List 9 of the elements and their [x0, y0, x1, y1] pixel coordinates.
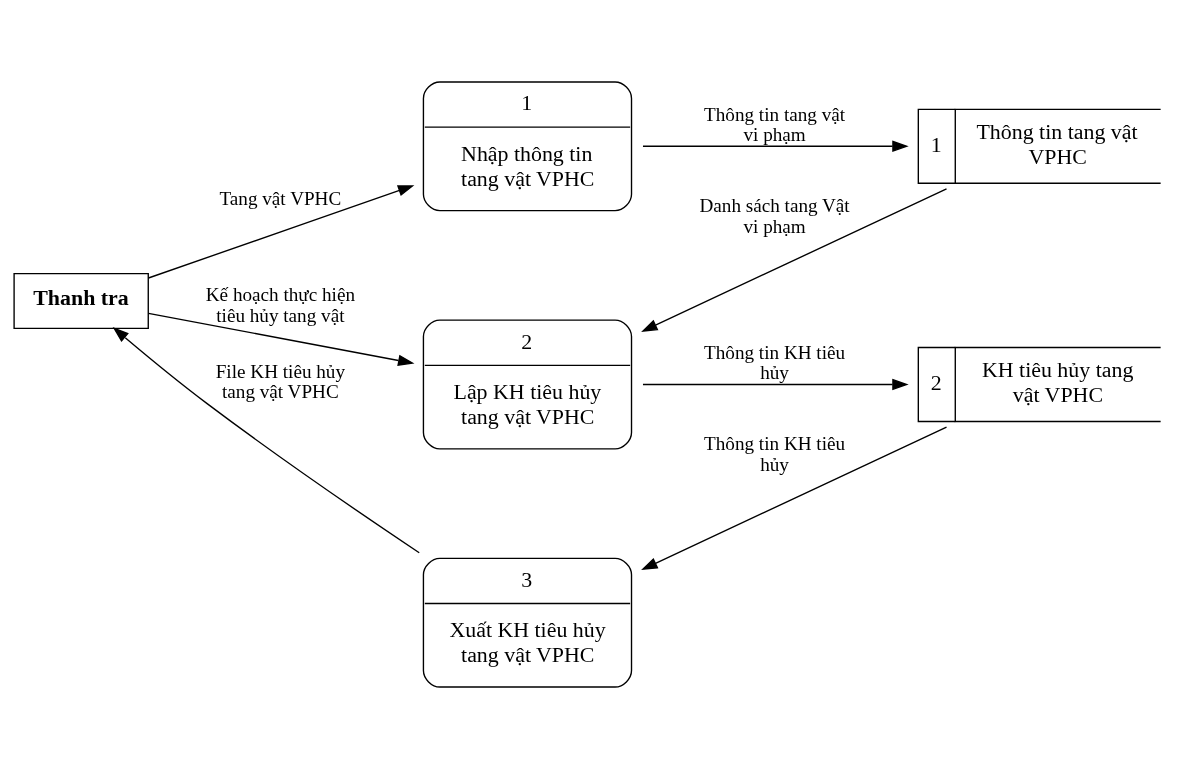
edge-label: Thông tin tang vật vi phạm: [704, 103, 846, 146]
edge-label: Thông tin KH tiêu hủy: [704, 433, 846, 476]
node-text: 2 KH tiêu hủy tang vật VPHC: [930, 357, 1134, 408]
edge-label: Kế hoạch thực hiện tiêu hủy tang vật: [205, 284, 355, 326]
edge-label: File KH tiêu hủy tang vật VPHC: [215, 360, 346, 403]
node-text: 1 Thông tin tang vật VPHC: [930, 119, 1138, 169]
edge-label: Thông tin KH tiêu hủy: [704, 341, 846, 384]
edge-label: Tang vật VPHC: [219, 188, 342, 210]
edge-label: Danh sách tang Vật vi phạm: [699, 195, 850, 237]
